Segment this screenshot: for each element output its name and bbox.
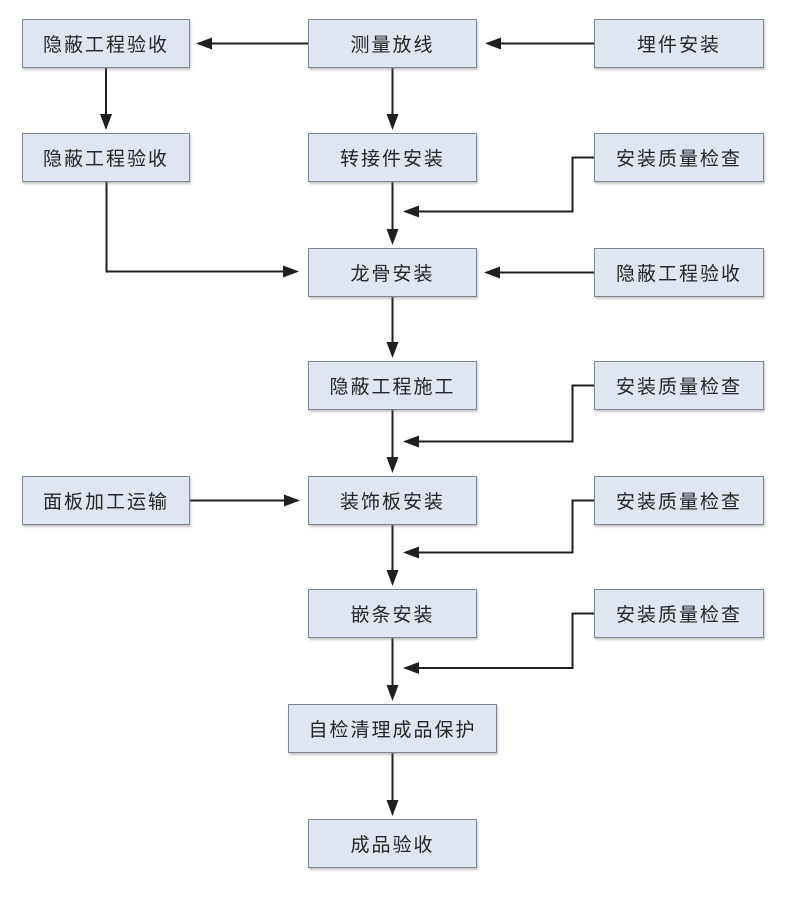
node-embedded-parts-installation: 埋件安装 [594, 19, 764, 68]
node-finished-product-acceptance: 成品验收 [308, 819, 477, 868]
node-trim-strip-installation: 嵌条安装 [308, 589, 477, 638]
arrow-r5-elbow [403, 499, 594, 559]
node-installation-quality-check-4: 安装质量检查 [594, 589, 764, 638]
node-installation-quality-check-1: 安装质量检查 [594, 133, 764, 182]
node-self-check-cleaning-protection: 自检清理成品保护 [288, 704, 497, 753]
node-installation-quality-check-2: 安装质量检查 [594, 361, 764, 410]
node-measure-set-out: 测量放线 [308, 19, 477, 68]
node-panel-processing-transport: 面板加工运输 [22, 476, 190, 525]
node-concealed-work-acceptance-3: 隐蔽工程验收 [594, 248, 764, 297]
node-decorative-panel-installation: 装饰板安装 [308, 476, 477, 525]
node-keel-installation: 龙骨安装 [308, 248, 477, 297]
node-concealed-work-acceptance-2: 隐蔽工程验收 [22, 133, 190, 182]
arrow-r4-elbow [403, 384, 594, 448]
arrow-r6-elbow [403, 612, 594, 674]
node-concealed-work-construction: 隐蔽工程施工 [308, 361, 477, 410]
arrow-r2-elbow [403, 156, 594, 218]
node-adapter-installation: 转接件安装 [308, 133, 477, 182]
arrow-l2-to-c3 [105, 182, 299, 278]
node-installation-quality-check-3: 安装质量检查 [594, 476, 764, 525]
node-concealed-work-acceptance-1: 隐蔽工程验收 [22, 19, 190, 68]
